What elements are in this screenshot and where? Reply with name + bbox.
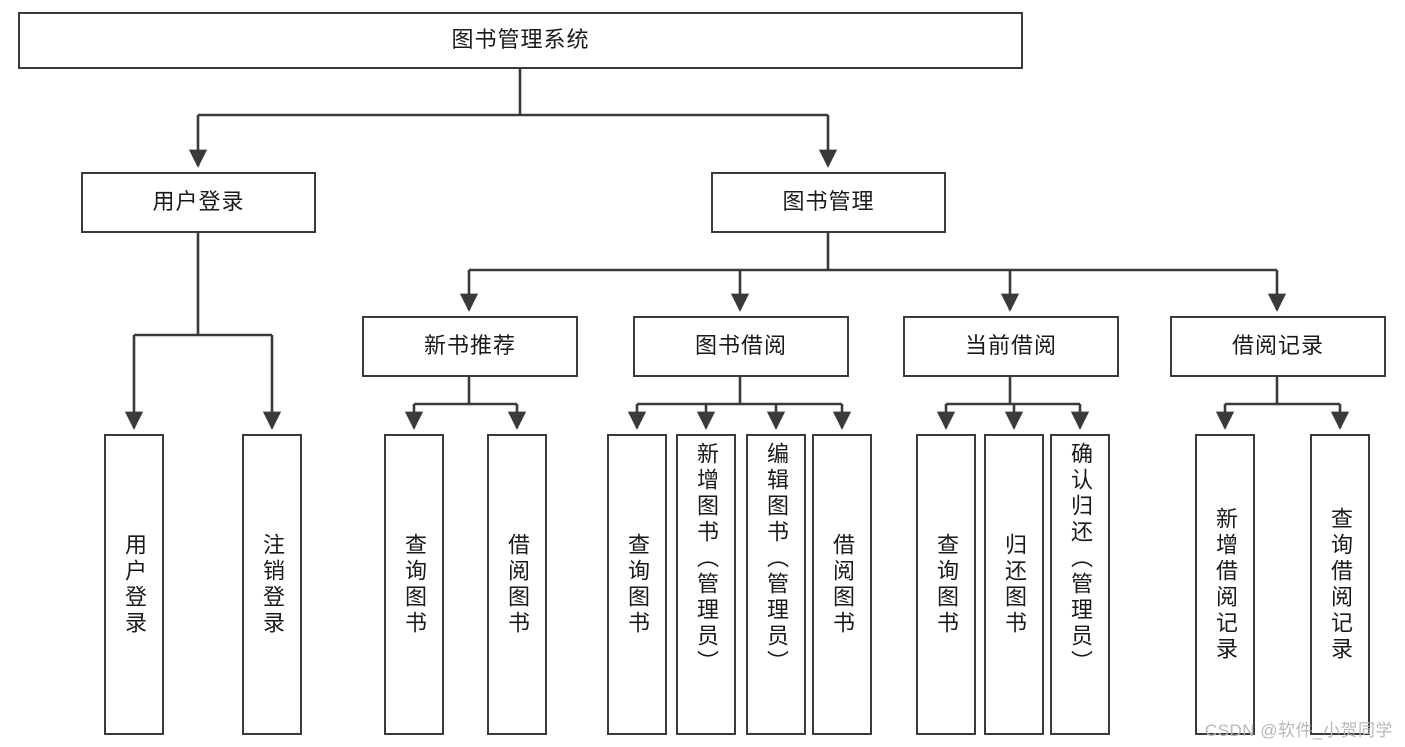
leaf-label: 注销登录 [259,532,285,637]
leaf-add-borrow-record[interactable]: 新增借阅记录 [1195,434,1255,735]
leaf-label: 查询图书 [933,532,959,637]
leaf-label: 归还图书 [1001,532,1027,637]
leaf-label: 借阅图书 [504,532,530,637]
leaf-label: 查询借阅记录 [1327,506,1353,663]
node-label: 图书管理 [782,189,875,215]
leaf-query-book-new-book[interactable]: 查询图书 [384,434,444,735]
node-label: 用户登录 [152,189,245,215]
node-new-book-recommend[interactable]: 新书推荐 [362,316,578,377]
node-borrow-record[interactable]: 借阅记录 [1170,316,1386,377]
leaf-borrow-book-borrow[interactable]: 借阅图书 [812,434,872,735]
leaf-return-book[interactable]: 归还图书 [984,434,1044,735]
node-book-manage[interactable]: 图书管理 [711,172,946,233]
node-current-borrow[interactable]: 当前借阅 [903,316,1119,377]
leaf-edit-book-admin[interactable]: 编辑图书（管理员） [746,434,806,735]
leaf-user-login[interactable]: 用户登录 [104,434,164,735]
leaf-label: 编辑图书（管理员） [763,442,789,676]
leaf-query-book-borrow[interactable]: 查询图书 [607,434,667,735]
leaf-label: 借阅图书 [829,532,855,637]
leaf-query-book-current[interactable]: 查询图书 [916,434,976,735]
leaf-label: 用户登录 [121,532,147,637]
leaf-query-borrow-record[interactable]: 查询借阅记录 [1310,434,1370,735]
node-root-book-management-system[interactable]: 图书管理系统 [18,12,1023,69]
node-label: 借阅记录 [1231,333,1324,359]
node-book-borrow[interactable]: 图书借阅 [633,316,849,377]
leaf-label: 查询图书 [401,532,427,637]
leaf-label: 新增借阅记录 [1212,506,1238,663]
leaf-logout-login[interactable]: 注销登录 [242,434,302,735]
node-label: 新书推荐 [423,333,516,359]
leaf-label: 查询图书 [624,532,650,637]
leaf-borrow-book-new-book[interactable]: 借阅图书 [487,434,547,735]
leaf-label: 新增图书（管理员） [693,442,719,676]
node-label: 当前借阅 [964,333,1057,359]
leaf-label: 确认归还（管理员） [1067,442,1093,676]
node-label: 图书管理系统 [451,27,590,53]
node-user-login[interactable]: 用户登录 [81,172,316,233]
node-label: 图书借阅 [694,333,787,359]
leaf-confirm-return-admin[interactable]: 确认归还（管理员） [1050,434,1110,735]
leaf-add-book-admin[interactable]: 新增图书（管理员） [676,434,736,735]
